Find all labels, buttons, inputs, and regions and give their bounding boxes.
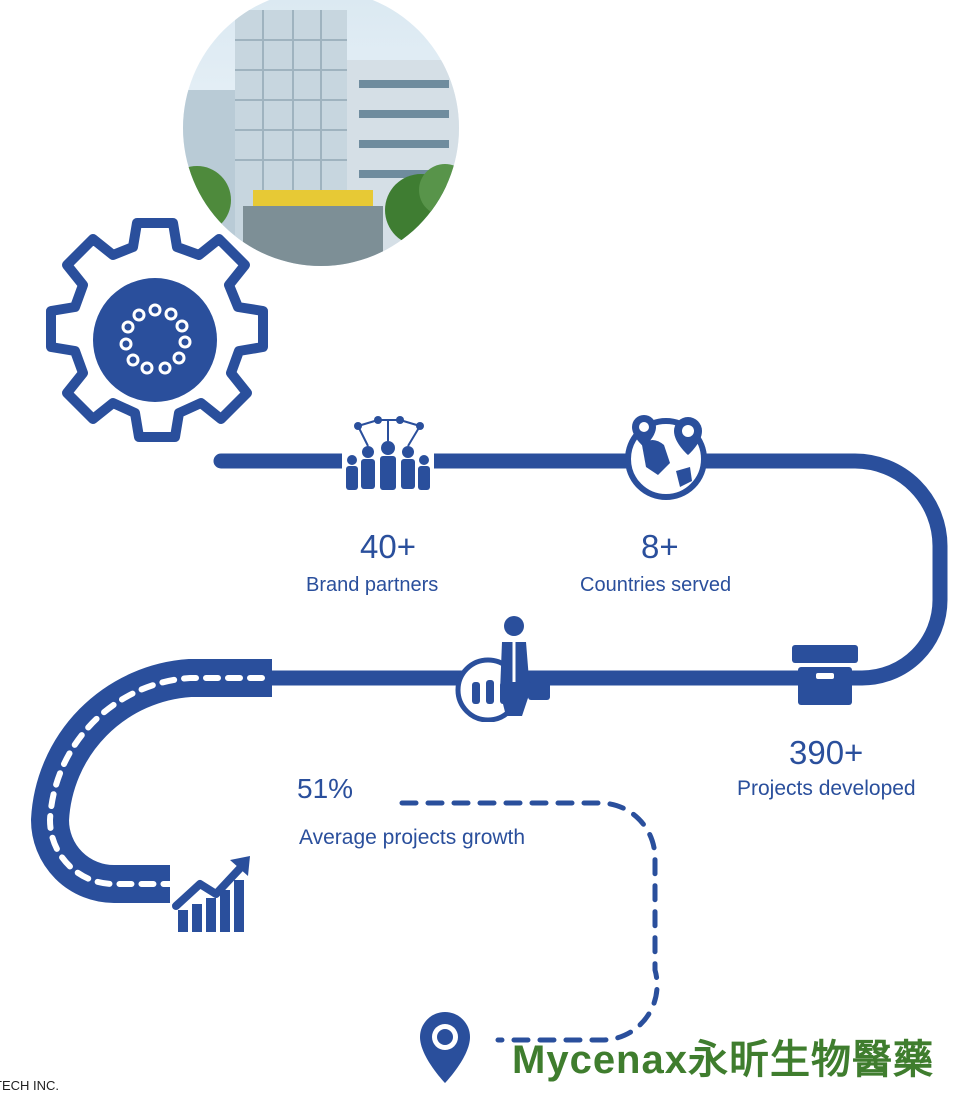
business-person-icon [455,616,550,722]
stat-countries-served-value: 8+ [641,528,679,565]
growth-chart-icon [170,850,258,936]
globe-pins-icon [625,415,707,500]
stat-brand-partners-value: 40+ [360,528,416,565]
gear-icon [46,218,268,442]
archive-box-icon [792,645,858,705]
footer-company-text: TECH INC. [0,1078,59,1093]
road-dashes [46,675,265,887]
stat-projects-developed-label: Projects developed [737,777,916,800]
people-network-icon [342,416,434,492]
building-photo [183,0,459,266]
dotted-trail [399,800,660,1043]
stat-projects-developed-value: 390+ [789,739,864,766]
stat-projects-growth-value: 51% [297,773,354,804]
stat-projects-growth-label: Average projects growth [299,826,526,849]
brand-logo: Mycenax永昕生物醫藥 [512,1038,934,1082]
stat-countries-served-label: Countries served [580,574,732,596]
stat-brand-partners-label: Brand partners [306,574,439,596]
location-pin-icon [420,1012,470,1083]
stat-projects-developed-clip: 390+ [770,739,890,766]
